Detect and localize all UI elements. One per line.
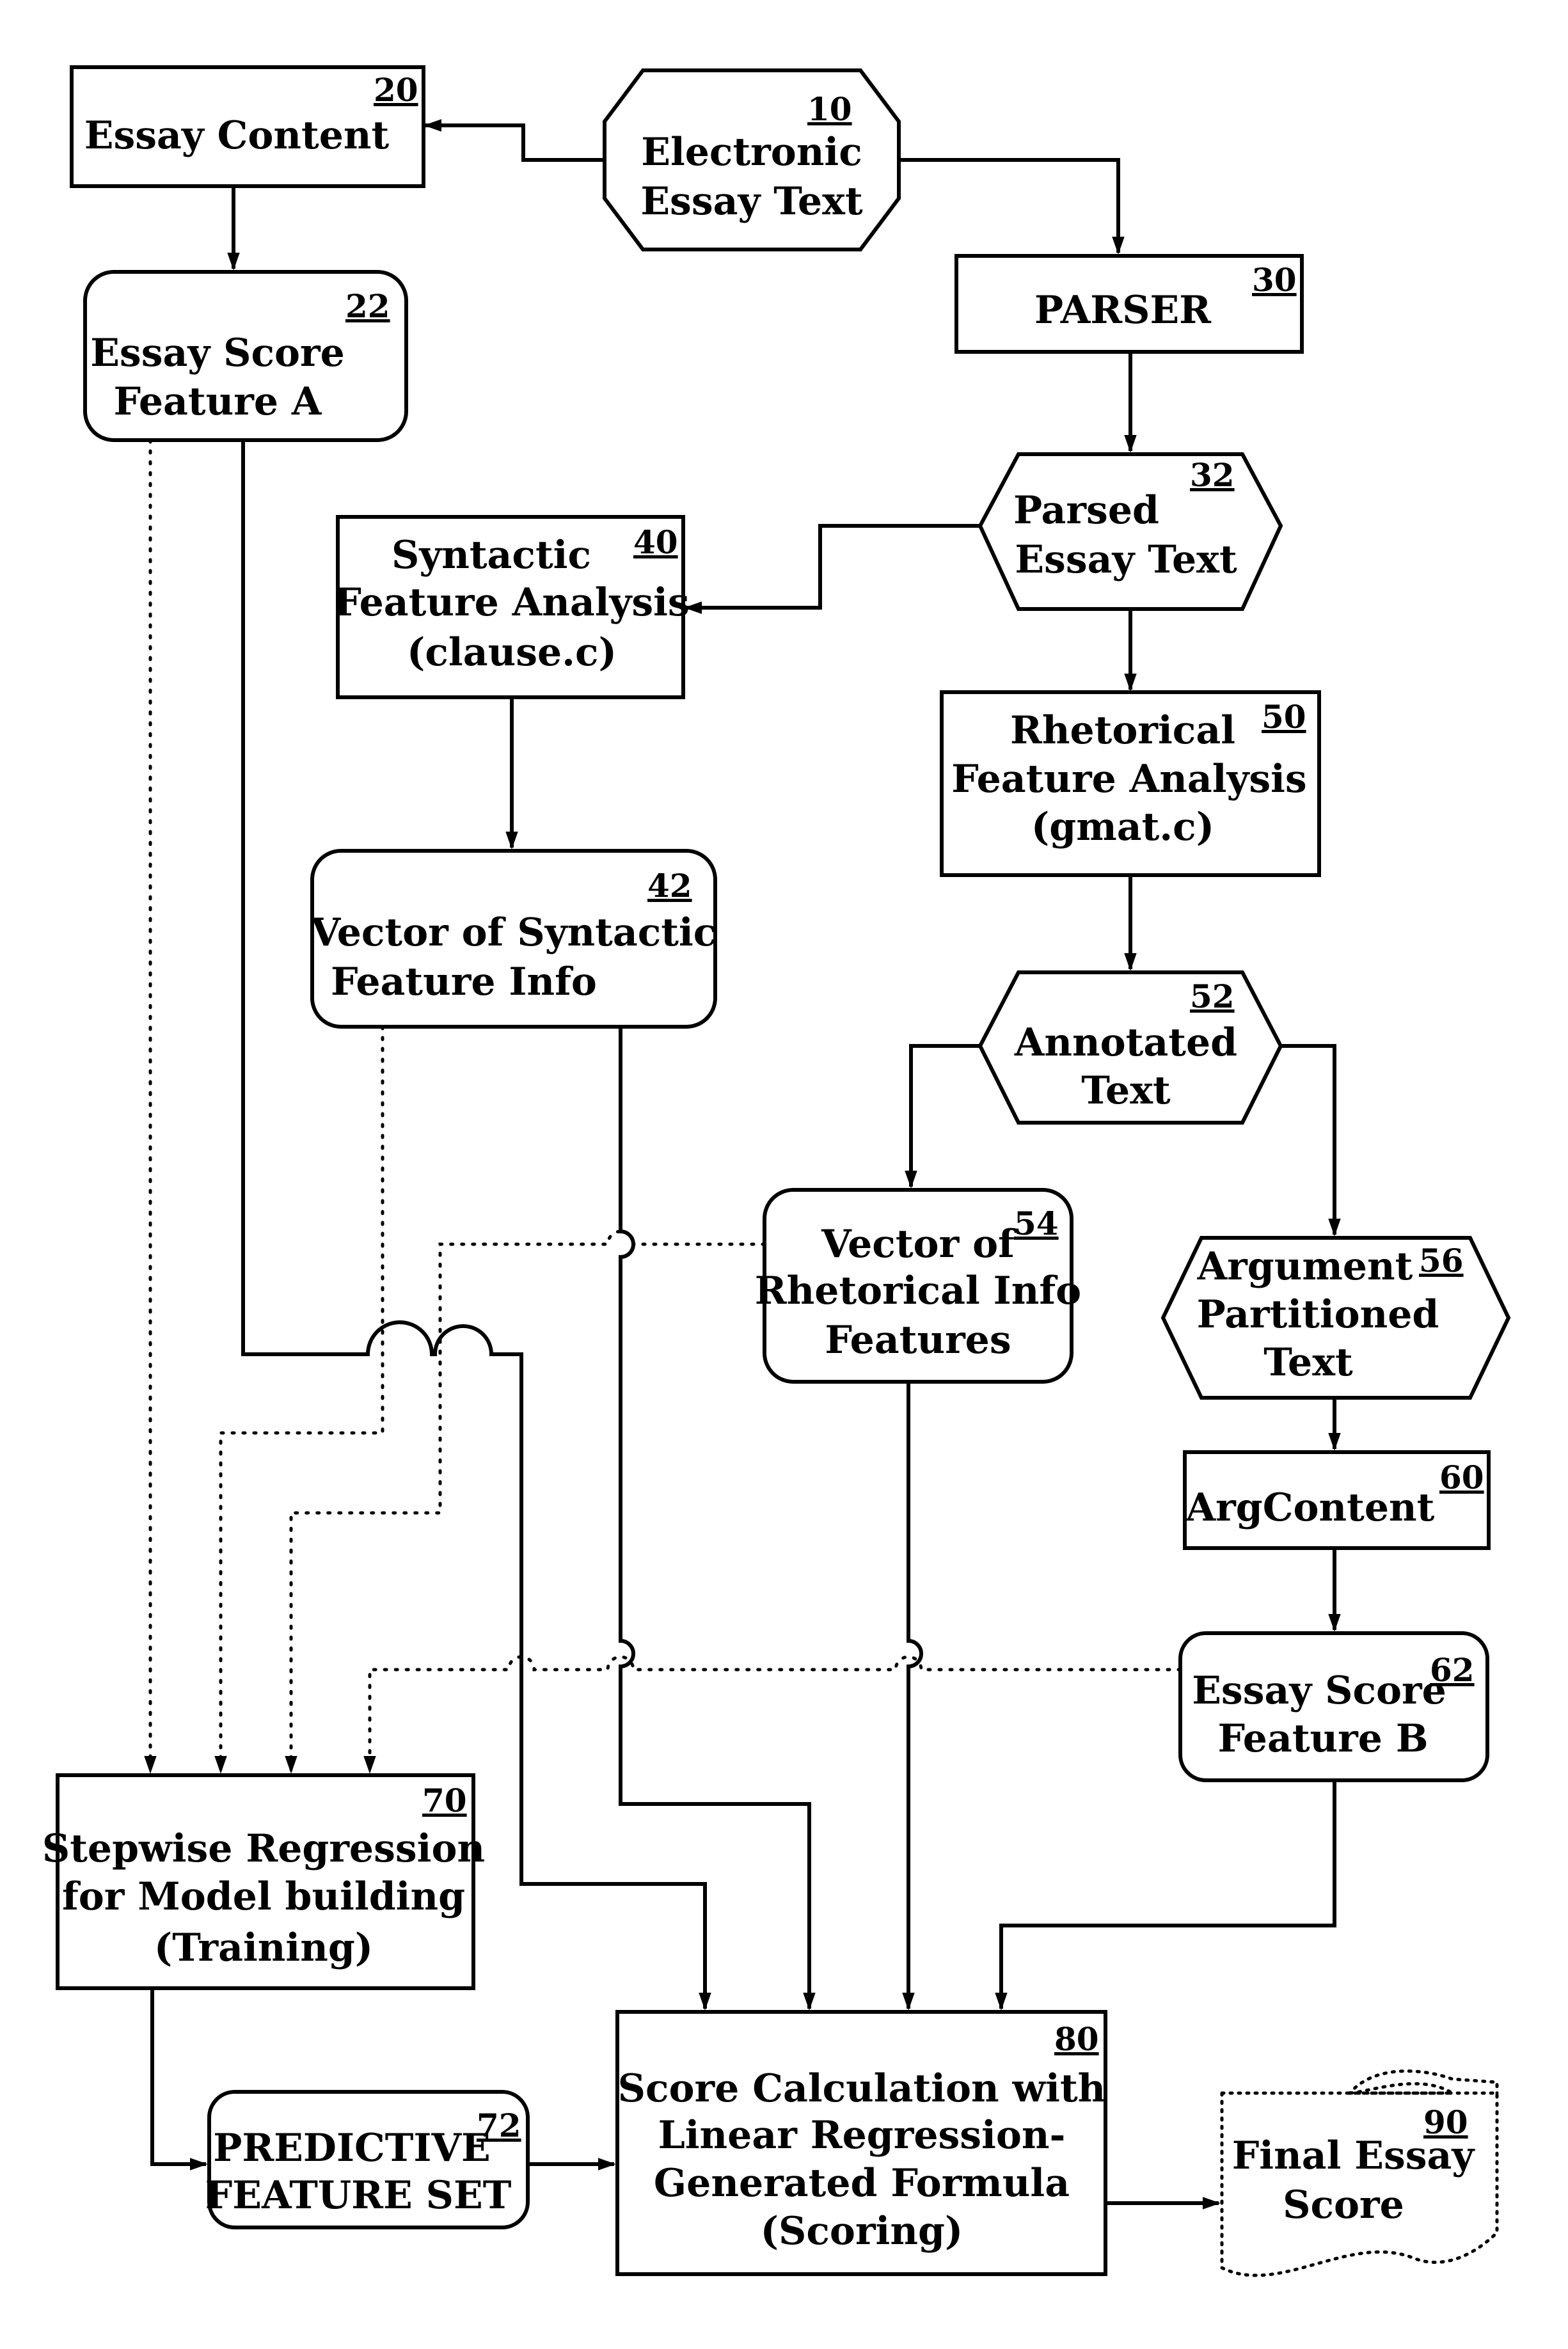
node-72-label-line-2: FEATURE SET <box>205 2173 512 2218</box>
node-54: 54 Vector of Rhetorical Info Features <box>755 1190 1081 1382</box>
node-32-label-line-1: Parsed <box>1013 488 1159 533</box>
edge-10-to-30 <box>899 160 1118 253</box>
node-10: 10 Electronic Essay Text <box>605 70 899 249</box>
dotted-54-to-70 <box>291 1231 764 1772</box>
node-42: 42 Vector of Syntactic Feature Info <box>310 851 717 1027</box>
node-54-label-line-1: Vector of <box>821 1222 1017 1267</box>
node-70-label-line-3: (Training) <box>154 1926 373 1970</box>
node-30-number: 30 <box>1252 261 1297 299</box>
node-56-label-line-2: Partitioned <box>1197 1292 1439 1337</box>
node-52-label-line-1: Annotated <box>1014 1020 1237 1065</box>
node-10-label-line-2: Essay Text <box>640 179 863 224</box>
node-52-label-line-2: Text <box>1081 1068 1171 1113</box>
node-40-label-line-2: Feature Analysis <box>334 580 689 625</box>
edge-62-to-80 <box>1001 1780 1334 2009</box>
node-32-number: 32 <box>1190 456 1235 494</box>
node-42-label-line-1: Vector of Syntactic <box>310 910 717 955</box>
node-70-label-line-1: Stepwise Regression <box>42 1826 485 1871</box>
node-30: 30 PARSER <box>956 256 1302 352</box>
edge-54-to-80 <box>908 1382 921 2009</box>
edge-52-to-54 <box>911 1046 980 1187</box>
node-60: 60 ArgContent <box>1185 1452 1489 1548</box>
node-50: 50 Rhetorical Feature Analysis (gmat.c) <box>942 692 1319 875</box>
node-80-label-line-2: Linear Regression- <box>658 2113 1066 2158</box>
node-20-number: 20 <box>374 71 418 109</box>
node-10-label-line-1: Electronic <box>641 130 862 175</box>
node-50-label-line-3: (gmat.c) <box>1031 805 1214 850</box>
node-90-label-line-2: Score <box>1283 2183 1404 2227</box>
node-56-label-line-1: Argument <box>1197 1244 1413 1289</box>
node-10-number: 10 <box>807 90 852 128</box>
node-52-number: 52 <box>1190 977 1235 1015</box>
node-60-label: ArgContent <box>1185 1485 1435 1530</box>
node-80-label-line-3: Generated Formula <box>654 2161 1070 2206</box>
node-54-number: 54 <box>1014 1205 1059 1242</box>
node-42-label-line-2: Feature Info <box>331 960 597 1004</box>
node-40-label-line-1: Syntactic <box>392 533 591 578</box>
node-32: 32 Parsed Essay Text <box>980 454 1281 609</box>
node-42-number: 42 <box>647 867 692 905</box>
node-80-label-line-4: (Scoring) <box>761 2209 963 2254</box>
edge-32-to-40 <box>686 526 980 608</box>
node-22: 22 Essay Score Feature A <box>85 272 406 440</box>
node-40-label-line-3: (clause.c) <box>407 630 617 675</box>
node-40-number: 40 <box>633 523 678 561</box>
node-22-label-line-1: Essay Score <box>90 331 345 376</box>
node-56-number: 56 <box>1419 1242 1464 1279</box>
node-50-number: 50 <box>1262 698 1306 736</box>
node-80: 80 Score Calculation with Linear Regress… <box>617 2012 1105 2274</box>
edge-52-to-56 <box>1281 1046 1334 1235</box>
node-22-number: 22 <box>345 287 390 325</box>
node-70-label-line-2: for Model building <box>62 1874 465 1919</box>
node-70-number: 70 <box>422 1782 467 1819</box>
node-56: 56 Argument Partitioned Text <box>1163 1238 1509 1398</box>
node-54-label-line-2: Rhetorical Info <box>755 1269 1081 1313</box>
node-90: 90 Final Essay Score <box>1222 2071 1497 2275</box>
node-72-label-line-1: PREDICTIVE <box>213 2126 491 2171</box>
edge-10-to-20 <box>425 125 605 160</box>
node-20: 20 Essay Content <box>72 67 424 186</box>
edge-70-to-72 <box>152 1988 206 2164</box>
node-62: 62 Essay Score Feature B <box>1180 1633 1487 1780</box>
node-20-label: Essay Content <box>84 113 390 158</box>
node-80-number: 80 <box>1054 2020 1099 2058</box>
node-50-label-line-2: Feature Analysis <box>951 757 1306 802</box>
node-90-label-line-1: Final Essay <box>1232 2133 1476 2178</box>
node-80-label-line-1: Score Calculation with <box>618 2066 1106 2111</box>
dotted-62-to-70 <box>370 1657 1180 1772</box>
node-62-label-line-2: Feature B <box>1217 1716 1428 1761</box>
node-22-label-line-2: Feature A <box>114 379 322 424</box>
node-32-label-line-2: Essay Text <box>1015 537 1237 582</box>
node-30-label: PARSER <box>1034 288 1212 333</box>
node-72: 72 PREDICTIVE FEATURE SET <box>205 2092 528 2227</box>
node-62-label-line-1: Essay Score <box>1192 1668 1446 1713</box>
node-60-number: 60 <box>1439 1459 1484 1496</box>
node-40: 40 Syntactic Feature Analysis (clause.c) <box>334 517 689 697</box>
node-54-label-line-3: Features <box>825 1318 1011 1363</box>
node-50-label-line-1: Rhetorical <box>1010 708 1235 753</box>
node-52: 52 Annotated Text <box>980 972 1281 1123</box>
edge-42-to-80 <box>621 1027 809 2009</box>
node-56-label-line-3: Text <box>1263 1340 1353 1385</box>
node-70: 70 Stepwise Regression for Model buildin… <box>42 1775 485 1988</box>
